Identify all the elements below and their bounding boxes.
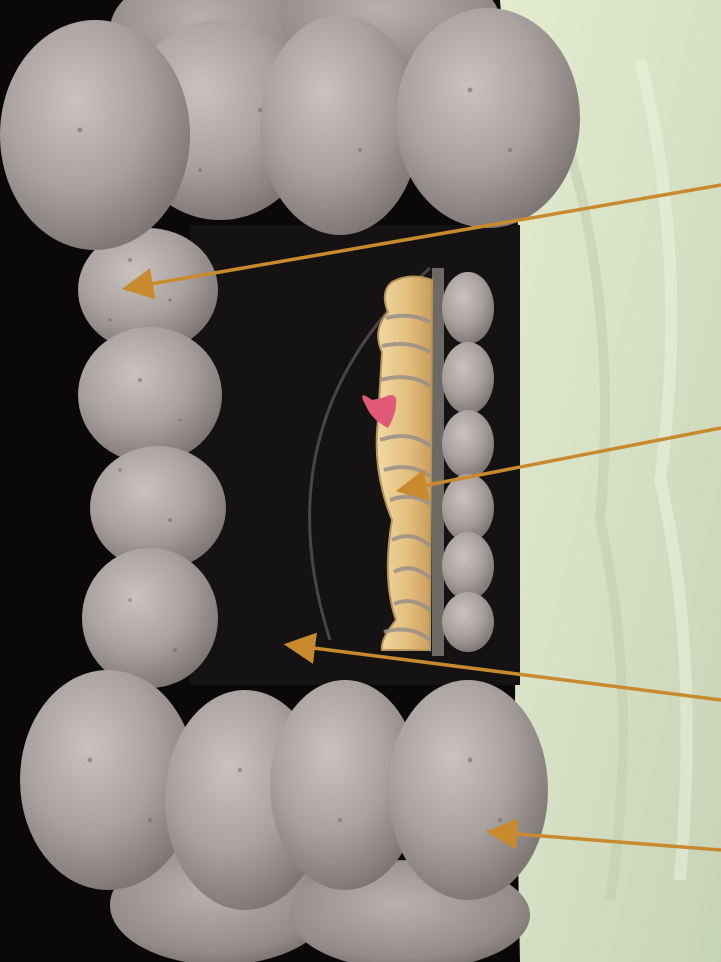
- sarcophagus-rail: [432, 268, 444, 656]
